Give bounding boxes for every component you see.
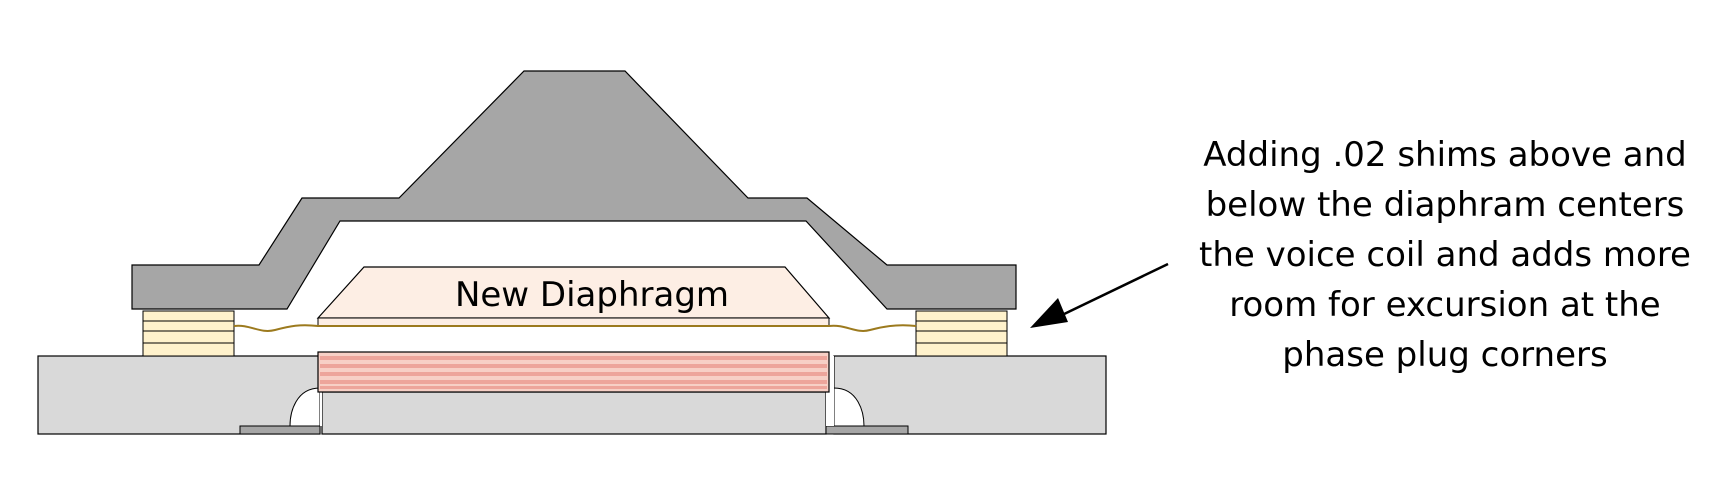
annotation-line-4: room for excursion at the: [1229, 285, 1661, 325]
voice-coil: [317, 351, 830, 393]
annotation-line-5: phase plug corners: [1282, 335, 1608, 375]
right-gap: [826, 356, 834, 426]
right-shim-stack: [915, 310, 1008, 357]
left-shim-stack: [142, 310, 235, 357]
right-base-block: [833, 355, 1107, 435]
left-base-block: [37, 355, 321, 435]
diaphragm-label: New Diaphragm: [455, 275, 729, 315]
phase-plug: [131, 70, 1017, 310]
right-gap-notch: [833, 387, 865, 427]
center-pole-piece: [321, 391, 827, 435]
left-gap-notch: [289, 387, 321, 427]
left-foot: [239, 425, 321, 435]
annotation-line-3: the voice coil and adds more: [1199, 235, 1691, 275]
surround-wire: [233, 324, 917, 332]
callout-arrow-line: [1059, 262, 1169, 318]
annotation-line-2: below the diaphram centers: [1205, 185, 1685, 225]
annotation-line-1: Adding .02 shims above and: [1203, 135, 1687, 175]
diaphragm-rim: [317, 317, 830, 327]
shim-annotation: Adding .02 shims above and below the dia…: [1180, 130, 1710, 380]
callout-arrowhead: [1030, 298, 1068, 328]
right-foot: [825, 425, 909, 435]
